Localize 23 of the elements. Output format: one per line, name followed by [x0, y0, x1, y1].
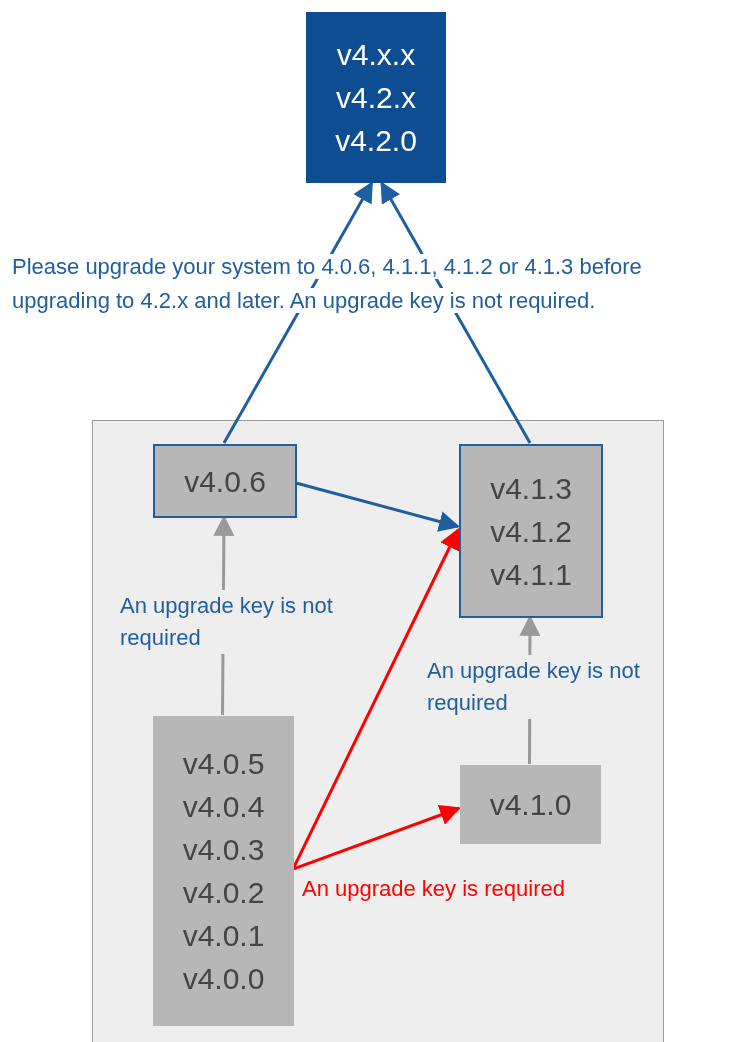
version-box [459, 444, 603, 618]
version-text: v4.0.5 [182, 746, 265, 782]
version-text: v4.x.x [336, 37, 416, 73]
note-text: Please upgrade your system to 4.0.6, 4.1.1, 4.1.2 or 4.1.3 before upgrading to 4.2.x and later. An upgrade key is not required. [12, 253, 643, 315]
version-text: v4.0.3 [182, 832, 265, 868]
version-text: v4.1.0 [489, 787, 572, 823]
version-text: v4.1.3 [490, 470, 572, 507]
version-text: v4.0.6 [184, 463, 266, 500]
version-text: v4.1.1 [490, 556, 572, 593]
version-text: v4.0.4 [182, 789, 265, 825]
version-text: v4.1.2 [490, 513, 572, 550]
version-text: v4.0.0 [182, 961, 265, 997]
arrow [295, 481, 461, 532]
version-text: v4.0.1 [182, 918, 265, 954]
version-box [153, 716, 294, 1026]
version-box [153, 444, 297, 518]
arrow [292, 804, 461, 871]
version-text: v4.2.0 [335, 123, 417, 159]
arrow [291, 528, 460, 870]
version-text: v4.2.x [335, 80, 416, 116]
version-text: v4.0.2 [182, 875, 265, 911]
version-box [306, 12, 446, 183]
version-box [460, 765, 601, 844]
